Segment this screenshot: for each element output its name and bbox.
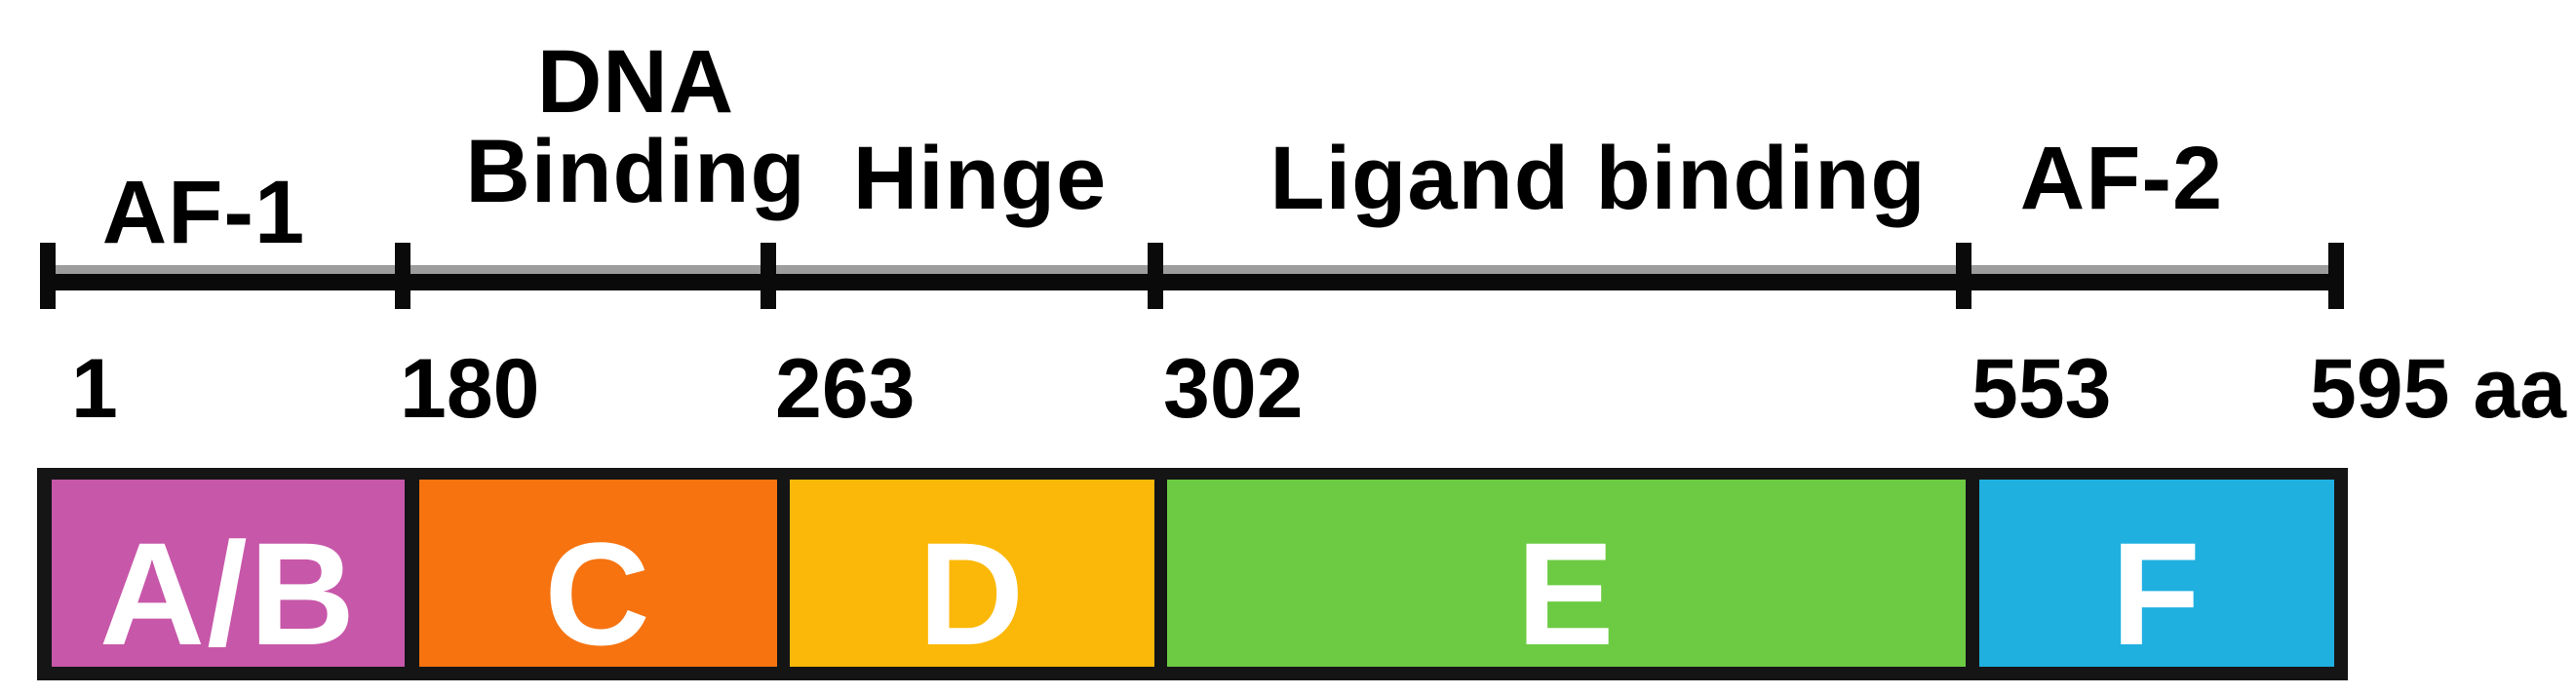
domain-letter-c: C (544, 512, 652, 676)
domain-box-c: C (419, 480, 777, 667)
domain-letter-d: D (917, 512, 1027, 676)
tick-595 (2328, 243, 2344, 309)
tick-label-595aa: 595 aa (2309, 342, 2566, 436)
domain-letter-ab: A/B (98, 512, 358, 676)
region-label-af1: AF-1 (101, 163, 306, 262)
tick-263 (761, 243, 776, 309)
tick-553 (1956, 243, 1971, 309)
tick-label-553: 553 (1971, 342, 2112, 436)
tick-label-1: 1 (71, 342, 118, 436)
tick-label-180: 180 (400, 342, 540, 436)
domain-box-ab: A/B (52, 480, 405, 667)
domain-box-e: E (1167, 480, 1966, 667)
tick-label-263: 263 (775, 342, 916, 436)
region-label-af2: AF-2 (2019, 129, 2224, 228)
domain-letter-f: F (2111, 512, 2203, 676)
region-label-ligand-binding: Ligand binding (1269, 129, 1927, 228)
scale-line (40, 265, 2343, 290)
domain-box-f: F (1979, 480, 2334, 667)
tick-302 (1148, 243, 1163, 309)
domain-box-d: D (790, 480, 1154, 667)
domain-letter-e: E (1516, 512, 1617, 676)
region-label-hinge: Hinge (852, 129, 1108, 228)
region-label-dna-binding: DNA Binding (465, 32, 806, 221)
tick-1 (40, 243, 56, 309)
tick-180 (395, 243, 410, 309)
domain-bar: A/B C D E F (37, 468, 2348, 680)
tick-label-302: 302 (1163, 342, 1304, 436)
